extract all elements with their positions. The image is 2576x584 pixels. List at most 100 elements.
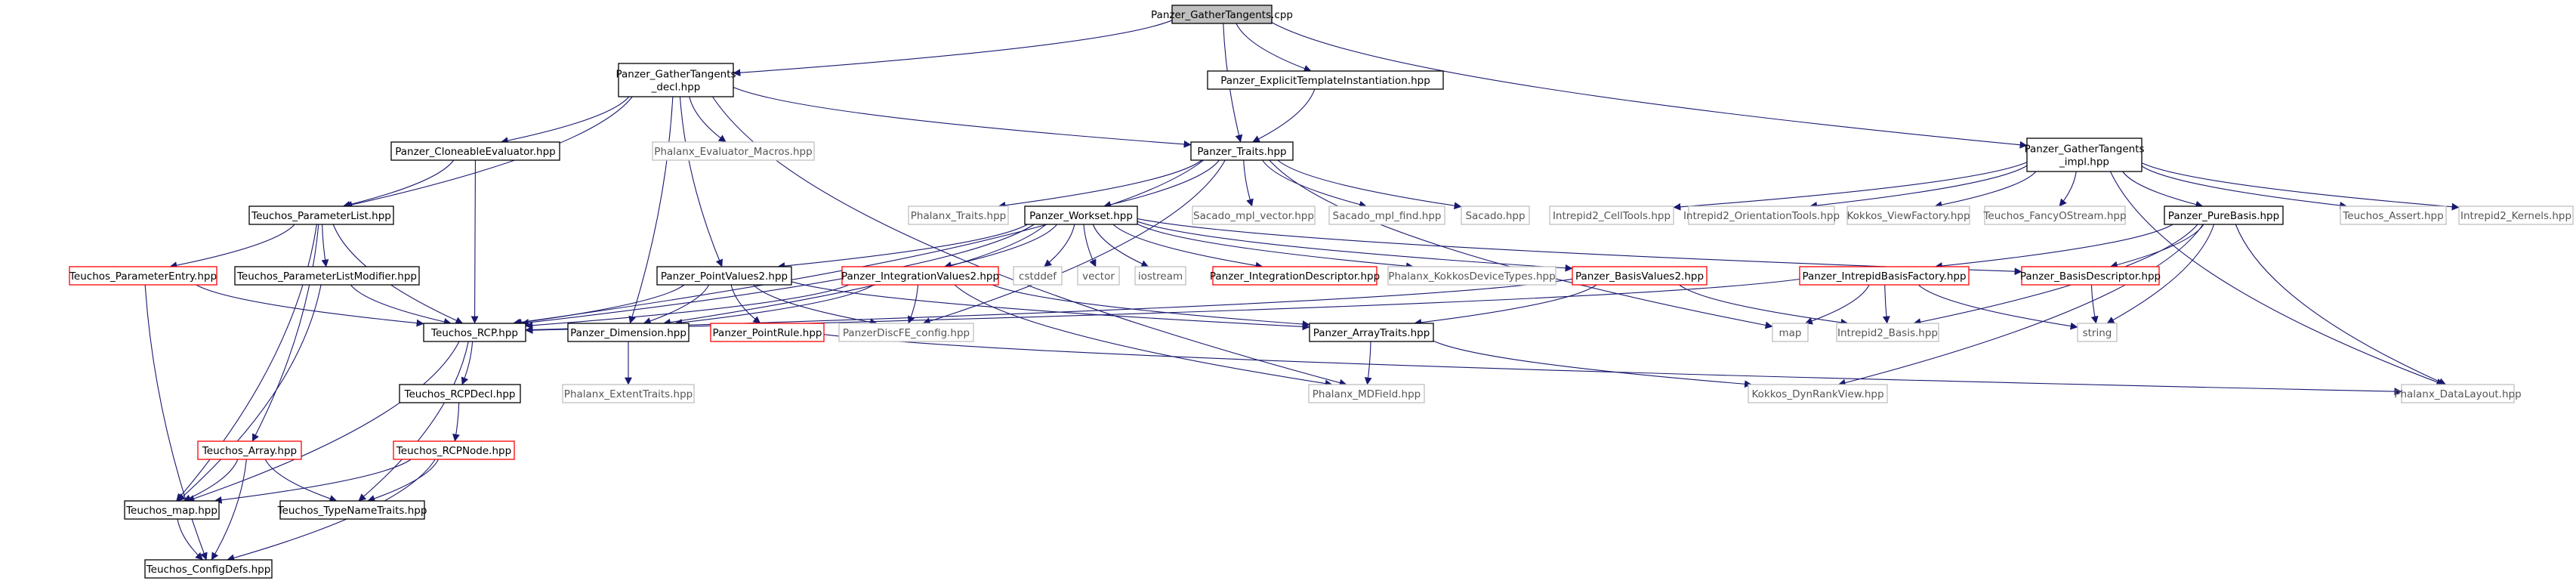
node-box-dimension[interactable] bbox=[567, 323, 690, 342]
node-box-pointrule[interactable] bbox=[710, 323, 825, 342]
node-box-arraytraits[interactable] bbox=[1309, 323, 1434, 342]
node-tmap[interactable]: Teuchos_map.hpp bbox=[124, 500, 220, 520]
node-typename[interactable]: Teuchos_TypeNameTraits.hpp bbox=[277, 500, 427, 520]
node-cstddef[interactable]: cstddef bbox=[1013, 266, 1063, 286]
node-mdfield[interactable]: Phalanx_MDField.hpp bbox=[1308, 384, 1425, 403]
node-fancy[interactable]: Teuchos_FancyOStream.hpp bbox=[1982, 205, 2127, 225]
node-box-bdesc[interactable] bbox=[2021, 266, 2160, 286]
node-box-mdfield[interactable] bbox=[1308, 384, 1425, 403]
node-phxtraits[interactable]: Phalanx_Traits.hpp bbox=[908, 205, 1009, 225]
node-root[interactable]: Panzer_GatherTangents.cpp bbox=[1151, 5, 1293, 24]
node-iostream[interactable]: iostream bbox=[1134, 266, 1186, 286]
node-box-bv2[interactable] bbox=[1572, 266, 1708, 286]
node-box-phxtraits[interactable] bbox=[908, 205, 1009, 225]
node-box-i2orient[interactable] bbox=[1688, 205, 1835, 225]
node-kviewf[interactable]: Kokkos_ViewFactory.hpp bbox=[1846, 205, 1970, 225]
node-plist[interactable]: Teuchos_ParameterList.hpp bbox=[248, 205, 394, 225]
node-phxmacros[interactable]: Phalanx_Evaluator_Macros.hpp bbox=[652, 141, 815, 161]
node-box-traits[interactable] bbox=[1190, 141, 1294, 161]
node-workset[interactable]: Panzer_Workset.hpp bbox=[1024, 205, 1138, 225]
node-pv2[interactable]: Panzer_PointValues2.hpp bbox=[656, 266, 792, 286]
node-box-root[interactable] bbox=[1171, 5, 1273, 24]
node-box-intdesc[interactable] bbox=[1212, 266, 1377, 286]
node-box-i2cell[interactable] bbox=[1549, 205, 1674, 225]
node-box-sacado[interactable] bbox=[1461, 205, 1530, 225]
node-box-fancy[interactable] bbox=[1984, 205, 2126, 225]
node-box-sacfind[interactable] bbox=[1328, 205, 1445, 225]
node-configdefs[interactable]: Teuchos_ConfigDefs.hpp bbox=[144, 559, 273, 579]
node-i2kernels[interactable]: Intrepid2_Kernels.hpp bbox=[2458, 205, 2574, 225]
node-iv2[interactable]: Panzer_IntegrationValues2.hpp bbox=[841, 266, 999, 286]
node-eti[interactable]: Panzer_ExplicitTemplateInstantiation.hpp bbox=[1207, 70, 1444, 90]
node-sacado[interactable]: Sacado.hpp bbox=[1461, 205, 1530, 225]
node-box-iostream[interactable] bbox=[1134, 266, 1186, 286]
node-ibfactory[interactable]: Panzer_IntrepidBasisFactory.hpp bbox=[1799, 266, 1970, 286]
node-sacvec[interactable]: Sacado_mpl_vector.hpp bbox=[1192, 205, 1316, 225]
node-extent[interactable]: Phalanx_ExtentTraits.hpp bbox=[562, 384, 695, 403]
node-discfe[interactable]: PanzerDiscFE_config.hpp bbox=[838, 323, 974, 342]
node-tarray[interactable]: Teuchos_Array.hpp bbox=[197, 440, 302, 460]
node-intdesc[interactable]: Panzer_IntegrationDescriptor.hpp bbox=[1210, 266, 1380, 286]
node-purebasis[interactable]: Panzer_PureBasis.hpp bbox=[2164, 205, 2284, 225]
node-string[interactable]: string bbox=[2077, 323, 2118, 342]
node-dynrank[interactable]: Kokkos_DynRankView.hpp bbox=[1748, 384, 1888, 403]
node-impl[interactable]: Panzer_GatherTangents_impl.hpp bbox=[2024, 138, 2145, 172]
node-box-workset[interactable] bbox=[1024, 205, 1138, 225]
node-decl[interactable]: Panzer_GatherTangents_decl.hpp bbox=[615, 63, 736, 97]
node-box-extent[interactable] bbox=[562, 384, 695, 403]
node-box-vector[interactable] bbox=[1077, 266, 1120, 286]
node-arraytraits[interactable]: Panzer_ArrayTraits.hpp bbox=[1309, 323, 1434, 342]
node-i2basis[interactable]: Intrepid2_Basis.hpp bbox=[1836, 323, 1939, 342]
node-box-purebasis[interactable] bbox=[2164, 205, 2284, 225]
node-box-dynrank[interactable] bbox=[1748, 384, 1888, 403]
node-box-clone[interactable] bbox=[390, 141, 560, 161]
node-box-sacvec[interactable] bbox=[1192, 205, 1316, 225]
node-box-i2kernels[interactable] bbox=[2458, 205, 2574, 225]
node-box-map[interactable] bbox=[1772, 323, 1809, 342]
node-i2orient[interactable]: Intrepid2_OrientationTools.hpp bbox=[1683, 205, 1840, 225]
node-plmod[interactable]: Teuchos_ParameterListModifier.hpp bbox=[234, 266, 420, 286]
node-traits[interactable]: Panzer_Traits.hpp bbox=[1190, 141, 1294, 161]
node-box-decl[interactable] bbox=[618, 63, 734, 97]
node-box-typename[interactable] bbox=[279, 500, 425, 520]
node-rcpnode[interactable]: Teuchos_RCPNode.hpp bbox=[393, 440, 515, 460]
node-pointrule[interactable]: Panzer_PointRule.hpp bbox=[710, 323, 825, 342]
node-box-tmap[interactable] bbox=[124, 500, 220, 520]
node-rcp[interactable]: Teuchos_RCP.hpp bbox=[423, 323, 526, 342]
node-box-iv2[interactable] bbox=[841, 266, 999, 286]
node-pentry[interactable]: Teuchos_ParameterEntry.hpp bbox=[69, 266, 217, 286]
node-box-rcp[interactable] bbox=[423, 323, 526, 342]
node-clone[interactable]: Panzer_CloneableEvaluator.hpp bbox=[390, 141, 560, 161]
node-box-cstddef[interactable] bbox=[1013, 266, 1063, 286]
node-vector[interactable]: vector bbox=[1077, 266, 1120, 286]
node-kdevtypes[interactable]: Phalanx_KokkosDeviceTypes.hpp bbox=[1387, 266, 1556, 286]
node-box-rcpdecl[interactable] bbox=[399, 384, 521, 403]
node-bv2[interactable]: Panzer_BasisValues2.hpp bbox=[1572, 266, 1708, 286]
node-i2cell[interactable]: Intrepid2_CellTools.hpp bbox=[1549, 205, 1674, 225]
node-sacfind[interactable]: Sacado_mpl_find.hpp bbox=[1328, 205, 1445, 225]
node-box-tassert[interactable] bbox=[2340, 205, 2447, 225]
node-bdesc[interactable]: Panzer_BasisDescriptor.hpp bbox=[2020, 266, 2161, 286]
node-box-discfe[interactable] bbox=[838, 323, 974, 342]
node-dimension[interactable]: Panzer_Dimension.hpp bbox=[567, 323, 690, 342]
node-box-plmod[interactable] bbox=[234, 266, 420, 286]
node-map[interactable]: map bbox=[1772, 323, 1809, 342]
node-box-phxmacros[interactable] bbox=[652, 141, 815, 161]
node-box-plist[interactable] bbox=[248, 205, 394, 225]
node-box-datalayout[interactable] bbox=[2401, 384, 2515, 403]
node-box-i2basis[interactable] bbox=[1836, 323, 1939, 342]
node-box-tarray[interactable] bbox=[197, 440, 302, 460]
node-datalayout[interactable]: Phalanx_DataLayout.hpp bbox=[2394, 384, 2522, 403]
node-box-eti[interactable] bbox=[1207, 70, 1444, 90]
node-box-kviewf[interactable] bbox=[1846, 205, 1970, 225]
node-box-configdefs[interactable] bbox=[144, 559, 273, 579]
node-box-pentry[interactable] bbox=[69, 266, 217, 286]
node-box-pv2[interactable] bbox=[656, 266, 792, 286]
node-box-kdevtypes[interactable] bbox=[1387, 266, 1556, 286]
node-box-ibfactory[interactable] bbox=[1799, 266, 1970, 286]
node-tassert[interactable]: Teuchos_Assert.hpp bbox=[2340, 205, 2447, 225]
node-rcpdecl[interactable]: Teuchos_RCPDecl.hpp bbox=[399, 384, 521, 403]
node-box-string[interactable] bbox=[2077, 323, 2118, 342]
node-box-rcpnode[interactable] bbox=[393, 440, 515, 460]
node-box-impl[interactable] bbox=[2026, 138, 2143, 172]
